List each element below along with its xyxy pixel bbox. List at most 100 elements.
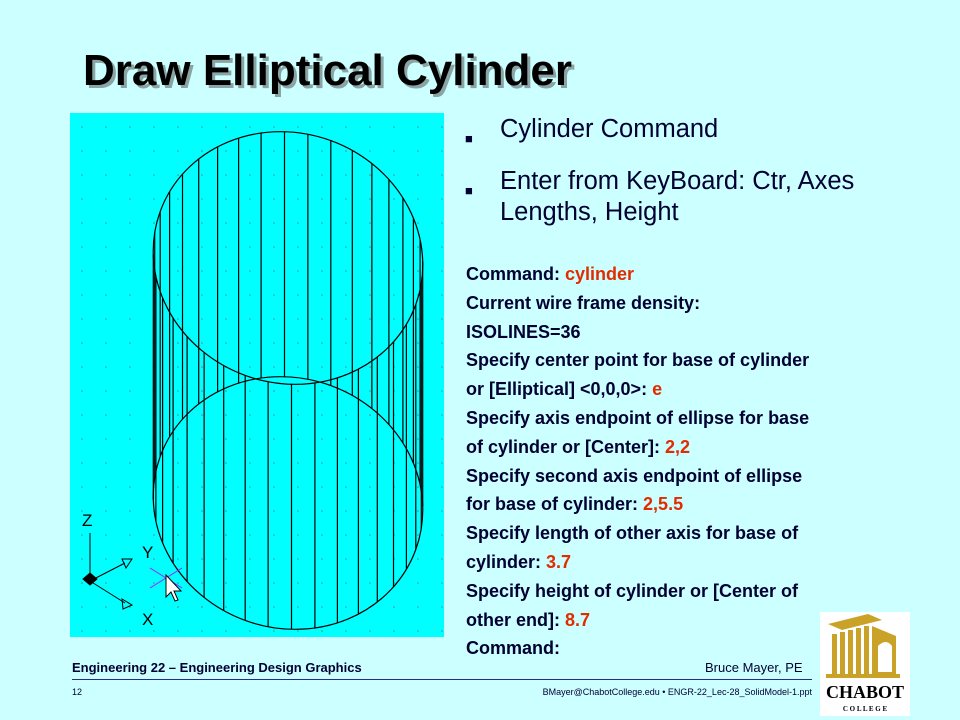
grid-dot <box>417 606 419 608</box>
grid-dot <box>201 366 203 368</box>
grid-dot <box>201 534 203 536</box>
grid-dot <box>297 558 299 560</box>
grid-dot <box>345 510 347 512</box>
grid-dot <box>345 174 347 176</box>
command-input: 2,5.5 <box>643 494 684 515</box>
grid-dot <box>297 414 299 416</box>
grid-dot <box>345 222 347 224</box>
grid-dot <box>105 198 107 200</box>
grid-dot <box>249 390 251 392</box>
grid-dot <box>81 462 83 464</box>
command-input: 2,2 <box>665 436 691 457</box>
grid-dot <box>225 558 227 560</box>
grid-dot <box>249 606 251 608</box>
grid-dot <box>249 222 251 224</box>
grid-dot <box>417 342 419 344</box>
grid-dot <box>345 294 347 296</box>
command-line: Specify height of cylinder or [Center of <box>466 580 799 601</box>
grid-dot <box>417 582 419 584</box>
grid-dot <box>441 558 443 560</box>
grid-dot <box>417 366 419 368</box>
grid-dot <box>345 558 347 560</box>
chabot-college-logo: CHABOT C O L L E G E <box>820 612 910 716</box>
grid-dot <box>441 630 443 632</box>
grid-dot <box>297 462 299 464</box>
square-bullet-icon: ■ <box>465 131 473 146</box>
grid-dot <box>177 270 179 272</box>
grid-dot <box>249 294 251 296</box>
grid-dot <box>393 318 395 320</box>
grid-dot <box>441 294 443 296</box>
grid-dot <box>297 126 299 128</box>
grid-dot <box>201 198 203 200</box>
grid-dot <box>177 534 179 536</box>
grid-dot <box>129 342 131 344</box>
grid-dot <box>201 174 203 176</box>
grid-dot <box>297 222 299 224</box>
grid-dot <box>81 270 83 272</box>
grid-dot <box>225 198 227 200</box>
grid-dot <box>417 534 419 536</box>
grid-dot <box>321 174 323 176</box>
grid-dot <box>441 606 443 608</box>
grid-dot <box>273 582 275 584</box>
grid-dot <box>441 582 443 584</box>
grid-dot <box>129 174 131 176</box>
command-line: ISOLINES=36 <box>466 321 581 342</box>
grid-dot <box>321 630 323 632</box>
grid-dot <box>201 390 203 392</box>
grid-dot <box>273 558 275 560</box>
cad-viewport[interactable]: Z Y X <box>70 113 444 637</box>
grid-dot <box>345 342 347 344</box>
logo-wordmark: CHABOT <box>826 682 904 702</box>
grid-dot <box>369 174 371 176</box>
grid-dot <box>393 246 395 248</box>
grid-dot <box>297 150 299 152</box>
grid-dot <box>81 342 83 344</box>
grid-dot <box>441 342 443 344</box>
grid-dot <box>321 438 323 440</box>
grid-dot <box>369 246 371 248</box>
grid-dot <box>393 126 395 128</box>
grid-dot <box>105 558 107 560</box>
grid-dot <box>129 246 131 248</box>
grid-dot <box>249 126 251 128</box>
grid-dot <box>321 414 323 416</box>
grid-dot <box>129 198 131 200</box>
grid-dot <box>81 414 83 416</box>
grid-dot <box>201 126 203 128</box>
grid-dot <box>81 126 83 128</box>
course-name: Engineering 22 – Engineering Design Grap… <box>72 660 362 675</box>
grid-dot <box>201 150 203 152</box>
grid-dot <box>393 222 395 224</box>
grid-dot <box>321 606 323 608</box>
grid-dot <box>177 390 179 392</box>
grid-dot <box>177 198 179 200</box>
grid-dot <box>417 150 419 152</box>
grid-dot <box>273 126 275 128</box>
grid-dot <box>417 630 419 632</box>
grid-dot <box>249 558 251 560</box>
grid-dot <box>345 270 347 272</box>
ucs-icon <box>82 533 183 610</box>
grid-dot <box>105 222 107 224</box>
grid-dot <box>369 462 371 464</box>
command-log: Command: cylinder Current wire frame den… <box>466 260 936 663</box>
grid-dot <box>321 198 323 200</box>
grid-dot <box>225 582 227 584</box>
grid-dot <box>105 246 107 248</box>
grid-dot <box>321 558 323 560</box>
grid-dot <box>417 510 419 512</box>
grid-dot <box>321 246 323 248</box>
grid-dot <box>321 486 323 488</box>
grid-dot <box>105 630 107 632</box>
grid-dot <box>201 414 203 416</box>
grid-dot <box>105 150 107 152</box>
grid-dot <box>369 270 371 272</box>
grid-dot <box>249 486 251 488</box>
grid-dot <box>201 486 203 488</box>
command-prompt: of cylinder or [Center]: <box>466 436 666 457</box>
grid-dot <box>201 606 203 608</box>
grid-dot <box>177 366 179 368</box>
grid-dot <box>81 606 83 608</box>
